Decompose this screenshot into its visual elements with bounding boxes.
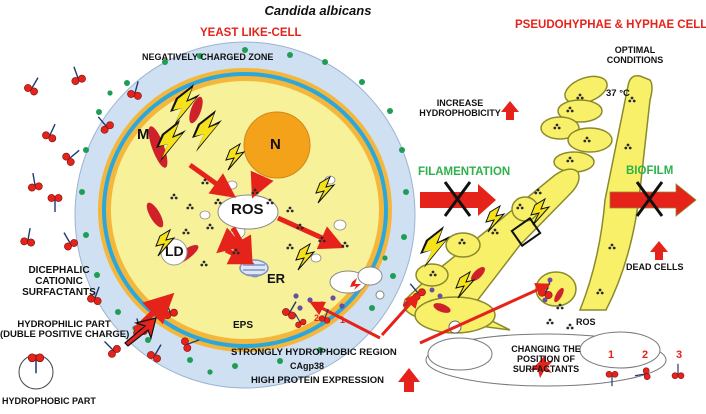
- hyphae-proteins: [429, 277, 553, 303]
- optimal-line-2: CONDITIONS: [606, 54, 664, 65]
- changing-line-3: SURFACTANTS: [512, 363, 580, 374]
- hydrophilic-line-2: (DUBLE POSITIVE CHARGE): [0, 329, 130, 341]
- nucleus: [243, 111, 311, 179]
- hyphae-cell-label: PSEUDOHYPHAE & HYPHAE CELL: [515, 19, 706, 31]
- position-number-2: 2: [642, 349, 649, 361]
- eps-dots: [79, 47, 409, 375]
- cagp38-label: CAgp38: [290, 361, 325, 371]
- figure-title: Candida albicans: [264, 3, 372, 18]
- biofilm-label: BIOFILM: [626, 165, 674, 177]
- optimal-conditions-label: OPTIMAL CONDITIONS: [600, 45, 670, 66]
- hydrophobic-illustration: [18, 353, 54, 390]
- endoplasmic-reticulum: [239, 259, 269, 277]
- hydrophilic-pointer: [124, 317, 157, 347]
- high-protein-label: HIGH PROTEIN EXPRESSION: [251, 375, 385, 386]
- membrane-number-2: 2: [314, 313, 320, 323]
- membrane-bubble: [329, 266, 385, 300]
- changing-line-2: POSITION OF: [516, 353, 575, 364]
- position-number-1: 1: [608, 349, 615, 361]
- strongly-hydrophobic-label: STRONGLY HYDROPHOBIC REGION: [231, 347, 397, 358]
- hydrophobicity-line-1: INCREASE: [436, 98, 484, 108]
- hydrophobic-part-label: HYDROPHOBIC PART: [2, 396, 96, 406]
- hydrophobicity-label: INCREASE HYDROPHOBICITY: [415, 98, 505, 119]
- temperature-label: 37 °C: [606, 88, 630, 99]
- hydrophilic-label: HYDROPHILIC PART (DUBLE POSITIVE CHARGE): [0, 319, 130, 341]
- filamentation-label: FILAMENTATION: [418, 166, 511, 178]
- changing-position-label: CHANGING THE POSITION OF SURFACTANTS: [506, 344, 586, 375]
- position-number-3: 3: [676, 349, 683, 361]
- star-marker: [350, 278, 361, 290]
- mitochondria-label: M: [137, 126, 150, 143]
- nucleus-label: N: [270, 136, 281, 153]
- dicephalic-line-2: CATIONIC: [35, 276, 83, 287]
- changing-star: [530, 355, 553, 378]
- lipid-droplet-label: LD: [165, 243, 184, 259]
- up-arrows: [398, 101, 668, 392]
- septum-box: [510, 216, 542, 248]
- filamentation-arrow: [420, 181, 496, 217]
- optimal-line-1: OPTIMAL: [614, 45, 656, 55]
- er-label: ER: [267, 271, 286, 286]
- biofilm-arrow: [609, 181, 697, 217]
- negative-zone-label: NEGATIVELY CHARGED ZONE: [142, 52, 274, 62]
- eps-label: EPS: [233, 320, 254, 331]
- dicephalic-line-1: DICEPHALIC: [28, 265, 90, 276]
- ros-cloud: [217, 194, 279, 230]
- region-arrows: [309, 283, 551, 345]
- yeast-cell-label: YEAST LIKE-CELL: [200, 27, 302, 39]
- dead-cells-label: DEAD CELLS: [626, 262, 684, 272]
- dicephalic-line-3: SURFACTANTS: [22, 287, 96, 298]
- ros-outside-label: ROS: [576, 317, 596, 327]
- dicephalic-label: DICEPHALIC CATIONIC SURFACTANTS: [14, 265, 104, 298]
- membrane-number-1: 1: [340, 315, 346, 325]
- ros-label: ROS: [231, 201, 264, 218]
- changing-line-1: CHANGING THE: [511, 344, 581, 354]
- hydrophobicity-line-2: HYDROPHOBICITY: [419, 107, 501, 118]
- hydrophilic-line-1: HYDROPHILIC PART: [17, 319, 111, 330]
